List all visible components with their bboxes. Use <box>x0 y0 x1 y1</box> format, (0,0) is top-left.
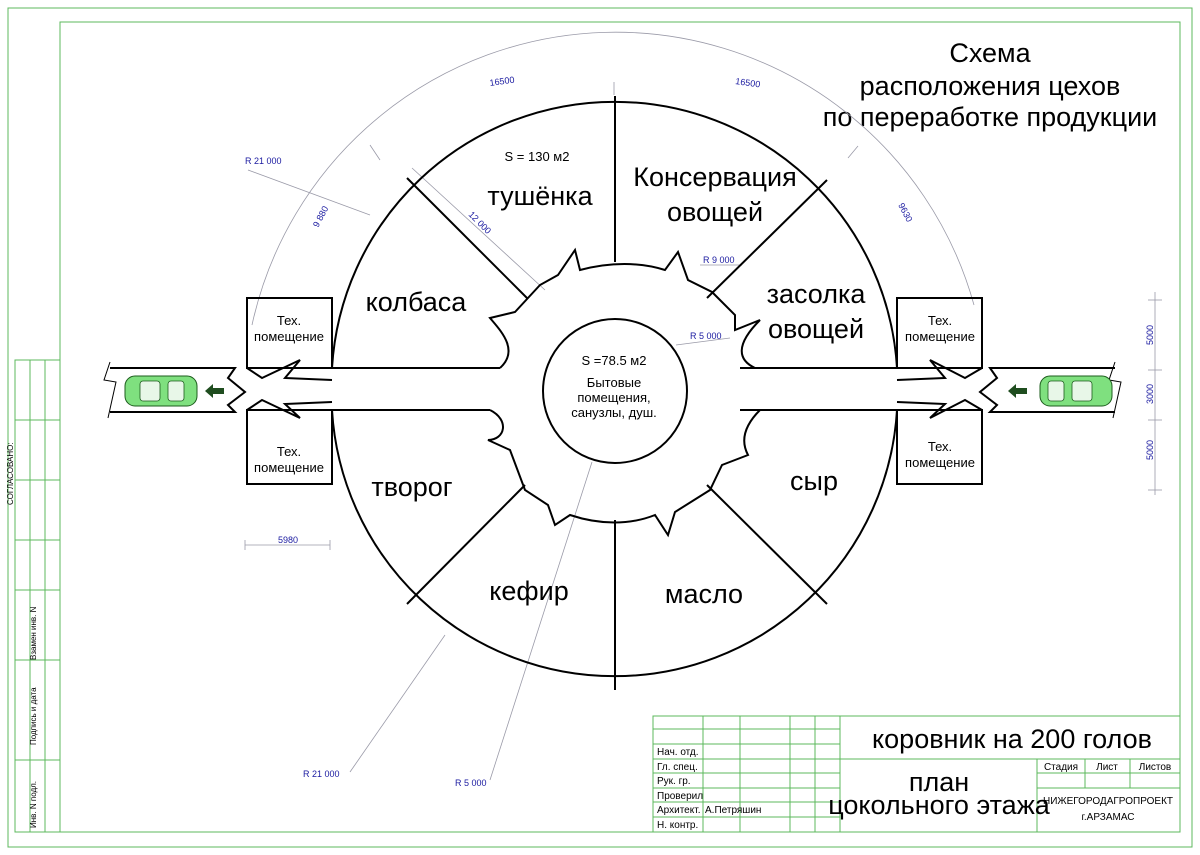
tech-room-top-right: Тех. помещение <box>896 297 983 369</box>
svg-text:помещение: помещение <box>905 455 975 470</box>
svg-text:Тех.: Тех. <box>277 313 301 328</box>
title-block: коровник на 200 голов план цокольного эт… <box>652 715 1181 833</box>
sheets-header: Листов <box>1139 762 1172 773</box>
arrow-left-icon-right <box>1008 384 1027 398</box>
svg-text:помещение: помещение <box>905 329 975 344</box>
car-icon-left <box>124 375 198 407</box>
right-gate <box>896 359 1115 419</box>
room-zasolka-2: овощей <box>768 314 864 344</box>
room-konserv-1: Консервация <box>633 162 796 192</box>
middle-ring-wall <box>487 247 763 538</box>
tb-name-4: А.Петряшин <box>705 805 761 816</box>
inner-frame <box>59 21 1181 833</box>
project-title: коровник на 200 голов <box>872 724 1152 754</box>
center-line2: помещения, <box>577 390 650 405</box>
svg-text:Тех.: Тех. <box>928 439 952 454</box>
podpis-label: Подпись и дата <box>29 687 38 745</box>
vzamen-label: Взамен инв. N <box>29 606 38 660</box>
room-tushenka: тушёнка <box>487 181 593 211</box>
tb-role-4: Архитект. <box>657 805 700 816</box>
sheet-title-line1: план <box>909 767 969 797</box>
soglasovano-label: СОГЛАСОВАНО: <box>6 442 15 505</box>
svg-text:Тех.: Тех. <box>277 444 301 459</box>
tb-role-5: Н. контр. <box>657 820 698 831</box>
org-name: НИЖЕГОРОДАГРОПРОЕКТ <box>1043 796 1173 807</box>
center-line3: санузлы, душ. <box>571 405 657 420</box>
dim-right-5000-bottom: 5000 <box>1145 440 1155 460</box>
room-maslo: масло <box>665 579 743 609</box>
room-kefir: кефир <box>489 576 568 606</box>
title-line1: Схема <box>949 38 1031 68</box>
tb-role-2: Рук. гр. <box>657 776 691 787</box>
center-circle <box>542 318 688 464</box>
dim-width-tech: 5980 <box>278 535 298 545</box>
dim-r5-top: R 5 000 <box>690 331 722 341</box>
title-line2: расположения цехов <box>860 71 1121 101</box>
room-syr: сыр <box>790 466 838 496</box>
dim-right-5000-top: 5000 <box>1145 325 1155 345</box>
dim-right-3000: 3000 <box>1145 384 1155 404</box>
dim-r21-bottom: R 21 000 <box>303 769 340 779</box>
sheet-header: Лист <box>1096 762 1118 773</box>
room-kolbasa: колбаса <box>366 287 468 317</box>
dim-chord-left: 9 880 <box>311 204 330 229</box>
svg-text:помещение: помещение <box>254 329 324 344</box>
stage-header: Стадия <box>1044 762 1078 773</box>
tech-room-top-left: Тех. помещение <box>246 297 333 369</box>
svg-text:помещение: помещение <box>254 460 324 475</box>
car-icon-right <box>1039 375 1113 407</box>
tech-room-bottom-left: Тех. помещение <box>246 409 333 485</box>
room-tvorog: творог <box>371 472 452 502</box>
arrow-left-icon <box>205 384 224 398</box>
dim-wall: 12 000 <box>467 209 494 236</box>
title-line3: по переработке продукции <box>823 102 1157 132</box>
tb-role-0: Нач. отд. <box>657 747 699 758</box>
tb-role-3: Проверил <box>657 791 703 802</box>
left-stamp: СОГЛАСОВАНО: Взамен инв. N Подпись и дат… <box>6 359 61 833</box>
center-area: S =78.5 м2 <box>582 353 647 368</box>
tb-role-1: Гл. спец. <box>657 762 698 773</box>
dim-r21-top: R 21 000 <box>245 156 282 166</box>
road-breaks <box>103 361 1122 419</box>
left-gate <box>110 359 333 419</box>
dim-chord-right: 9630 <box>896 201 914 223</box>
partition-walls <box>406 96 828 690</box>
center-line1: Бытовые <box>587 375 641 390</box>
dim-arc-left: 16500 <box>489 75 515 88</box>
inv-label: Инв. N подл. <box>29 781 38 828</box>
room-konserv-2: овощей <box>667 197 763 227</box>
tushenka-area: S = 130 м2 <box>505 149 570 164</box>
dim-r9: R 9 000 <box>703 255 735 265</box>
tech-room-bottom-right: Тех. помещение <box>896 409 983 485</box>
dim-r5-bottom: R 5 000 <box>455 778 487 788</box>
dimension-lines: 16500 16500 R 21 000 9 880 9630 12 000 R… <box>244 31 1162 788</box>
org-city: г.АРЗАМАС <box>1081 812 1134 823</box>
outer-frame <box>7 7 1193 848</box>
sheet-title-line2: цокольного этажа <box>828 790 1051 820</box>
room-zasolka-1: засолка <box>767 279 867 309</box>
dim-arc-right: 16500 <box>735 76 761 89</box>
svg-text:Тех.: Тех. <box>928 313 952 328</box>
